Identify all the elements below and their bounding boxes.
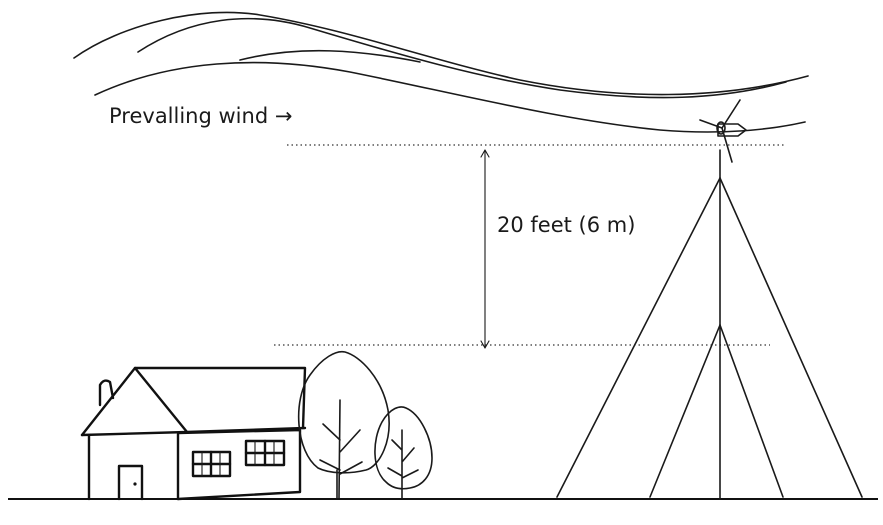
inner-guy-wire-left [649, 324, 721, 498]
turbine-nacelle [717, 123, 747, 137]
wind-turbine [699, 99, 747, 163]
tree-trunk [387, 429, 419, 499]
wind-streamline [239, 49, 421, 63]
tree-canopy [297, 350, 390, 474]
height-dimension-arrow [480, 149, 490, 349]
door-knob [133, 482, 137, 486]
tree-large [297, 350, 390, 499]
house-roof-gable [80, 366, 189, 437]
turbine-tower [556, 149, 863, 500]
prevailing-wind-label: Prevalling wind → [109, 104, 293, 128]
wind-streamline [137, 17, 787, 99]
house-window [244, 439, 286, 467]
chimney [98, 379, 115, 407]
outer-guy-wire-left [556, 177, 721, 498]
tree-trunk [319, 399, 363, 499]
tree-small [374, 406, 433, 499]
height-label: 20 feet (6 m) [497, 213, 636, 237]
wind-streamline [73, 11, 809, 96]
house-side-wall [176, 428, 302, 501]
house [80, 366, 307, 501]
house-front-wall [87, 432, 180, 501]
wind-streamlines [73, 11, 809, 133]
house-window [191, 450, 232, 478]
tree-canopy [374, 406, 433, 490]
turbine-hub [716, 121, 726, 135]
house-roof [80, 366, 307, 437]
outer-guy-wire-right [719, 177, 863, 498]
house-door [117, 464, 144, 501]
inner-guy-wire-right [719, 324, 784, 498]
